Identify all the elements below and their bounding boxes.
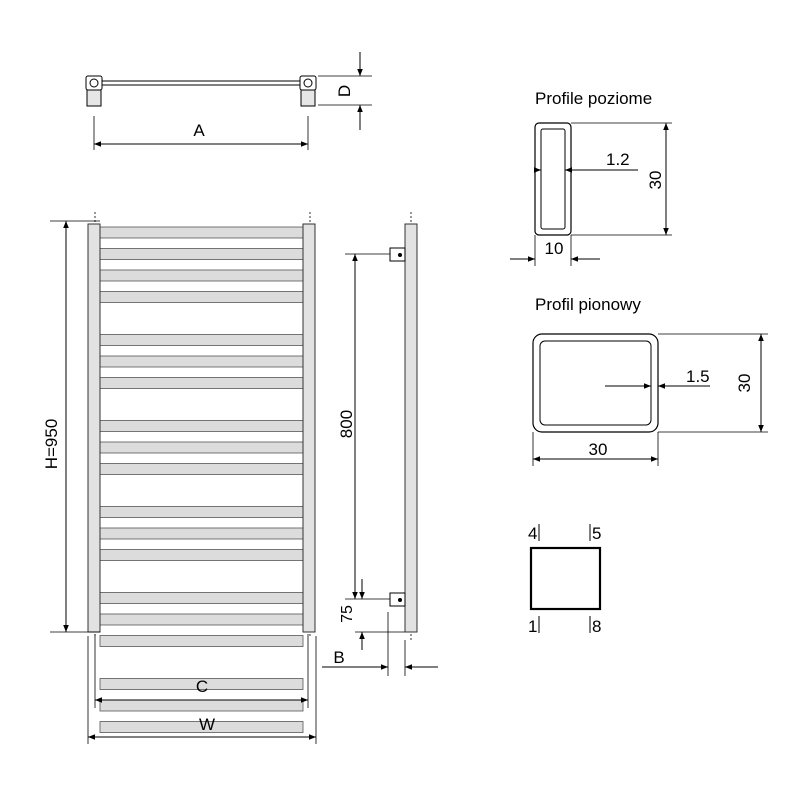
horizontal-bar xyxy=(99,420,304,432)
connection-point-8: 8 xyxy=(592,617,601,636)
horizontal-bar xyxy=(99,549,304,561)
profile-vertical-inner xyxy=(539,340,652,426)
profile-vertical-title: Profil pionowy xyxy=(535,295,641,314)
connection-square xyxy=(529,546,602,611)
horizontal-bar xyxy=(99,334,304,346)
horizontal-bar xyxy=(99,699,304,712)
horizontal-bar xyxy=(99,248,304,260)
connection-point-1: 1 xyxy=(528,617,537,636)
dimension-b-label: B xyxy=(333,648,344,667)
side-view xyxy=(389,212,418,640)
left-vertical-rail xyxy=(87,223,101,633)
dimension-a-label: A xyxy=(193,121,205,140)
dimension-h: H=950 xyxy=(42,220,100,633)
profile-vertical-wall: 1.5 xyxy=(686,367,710,386)
profile-horizontal-title: Profile poziome xyxy=(535,89,652,108)
horizontal-bar xyxy=(99,441,304,454)
dimension-c-label: C xyxy=(196,677,208,696)
profile-horizontal-height: 30 xyxy=(646,171,665,190)
profile-vertical: Profil pionowy 30 1.5 30 xyxy=(532,295,768,466)
horizontal-bars xyxy=(99,226,304,733)
dimension-75: 75 xyxy=(339,579,405,650)
dimension-w-label: W xyxy=(199,715,215,734)
connection-point-5: 5 xyxy=(592,524,601,543)
top-view xyxy=(85,75,317,107)
profile-vertical-height: 30 xyxy=(735,374,754,393)
horizontal-bar xyxy=(99,721,304,733)
connection-point-4: 4 xyxy=(528,524,537,543)
dimension-c: C xyxy=(94,634,309,708)
dimension-a: A xyxy=(93,116,309,150)
horizontal-bar xyxy=(99,592,304,604)
side-rail xyxy=(404,223,418,633)
profile-horizontal: Profile poziome 30 1.2 10 xyxy=(510,89,672,266)
dimension-800: 800 xyxy=(337,253,390,600)
dimension-d-label: D xyxy=(335,85,354,97)
dimension-w: W xyxy=(87,636,317,744)
profile-vertical-width: 30 xyxy=(589,440,608,459)
dimension-h-label: H=950 xyxy=(42,419,61,470)
horizontal-bar xyxy=(99,355,304,368)
dimension-b: B xyxy=(322,612,438,676)
profile-horizontal-wall: 1.2 xyxy=(606,150,630,169)
dimension-d: D xyxy=(318,52,372,130)
horizontal-bar xyxy=(99,291,304,303)
dimension-800-label: 800 xyxy=(337,410,356,438)
connection-diagram: 4 5 1 8 xyxy=(528,524,601,636)
profile-horizontal-inner xyxy=(540,128,566,230)
horizontal-bar xyxy=(99,613,304,626)
horizontal-bar xyxy=(99,269,304,282)
horizontal-bar xyxy=(99,463,304,475)
horizontal-bar xyxy=(99,506,304,518)
top-wall-bracket xyxy=(389,247,406,262)
right-vertical-rail xyxy=(302,223,316,633)
horizontal-bar xyxy=(99,635,304,647)
horizontal-bar xyxy=(99,377,304,389)
profile-horizontal-width: 10 xyxy=(545,239,564,258)
horizontal-bar xyxy=(99,527,304,540)
horizontal-bar xyxy=(99,678,304,690)
horizontal-bar xyxy=(99,226,304,239)
dimension-75-label: 75 xyxy=(339,605,356,623)
bottom-wall-bracket xyxy=(389,592,406,607)
front-view xyxy=(87,212,316,733)
